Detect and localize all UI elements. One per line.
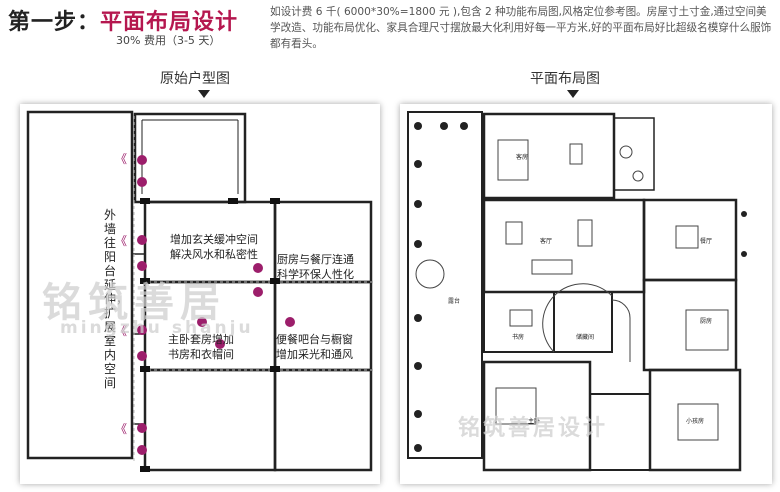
watermark-en: mingzhu shanju <box>60 318 254 338</box>
bar-counter-note: 便餐吧台与橱窗 增加采光和通风 <box>276 333 353 361</box>
room-master-bedroom: 主卧 <box>528 418 541 425</box>
step-heading: 平面布局设计 <box>100 10 239 35</box>
room-guest-bedroom: 客房 <box>516 154 529 161</box>
room-study: 书房 <box>512 334 525 341</box>
caption-pointer-right-icon <box>567 90 579 98</box>
step-label: 第一步： <box>8 10 101 35</box>
marker-arrow-1-icon: 《 <box>115 152 128 166</box>
room-living: 客厅 <box>540 238 553 245</box>
watermark-cn: 铭筑善居 <box>42 280 226 326</box>
fee-note: 30% 费用（3-5 天） <box>116 34 221 47</box>
room-storage: 储藏间 <box>576 334 595 341</box>
marker-arrow-2-icon: 《 <box>115 234 128 248</box>
room-dining: 餐厅 <box>700 238 713 245</box>
marker-arrow-4-icon: 《 <box>115 422 128 436</box>
original-floor-plan: 《 《 《 《 外墙往阳台延伸，扩展室内空间 增加玄关缓冲空间 解决风水和私密性… <box>20 104 380 484</box>
kitchen-note: 厨房与餐厅连通 科学环保人性化 <box>277 253 354 281</box>
caption-pointer-left-icon <box>198 90 210 98</box>
description-text: 如设计费 6 千( 6000*30%=1800 元 ),包含 2 种功能布局图,… <box>270 6 772 50</box>
room-terrace: 露台 <box>448 298 461 305</box>
marker-arrow-3-icon: 《 <box>115 324 128 338</box>
master-suite-note: 主卧套房增加 书房和衣帽间 <box>168 333 234 361</box>
original-plan-caption: 原始户型图 <box>160 71 230 87</box>
layout-plan-drawing <box>407 111 747 472</box>
room-child-bedroom: 小孩房 <box>686 418 705 425</box>
original-plan-drawing <box>26 110 373 472</box>
layout-floor-plan: 客房 客厅 餐厅 厨房 露台 书房 储藏间 主卧 小孩房 铭筑善居设计 <box>400 104 772 484</box>
room-kitchen: 厨房 <box>700 318 713 325</box>
entrance-note: 增加玄关缓冲空间 解决风水和私密性 <box>170 233 258 261</box>
layout-watermark: 铭筑善居设计 <box>458 416 609 441</box>
step-title: 第一步：平面布局设计 <box>8 4 238 36</box>
layout-plan-caption: 平面布局图 <box>530 71 600 87</box>
